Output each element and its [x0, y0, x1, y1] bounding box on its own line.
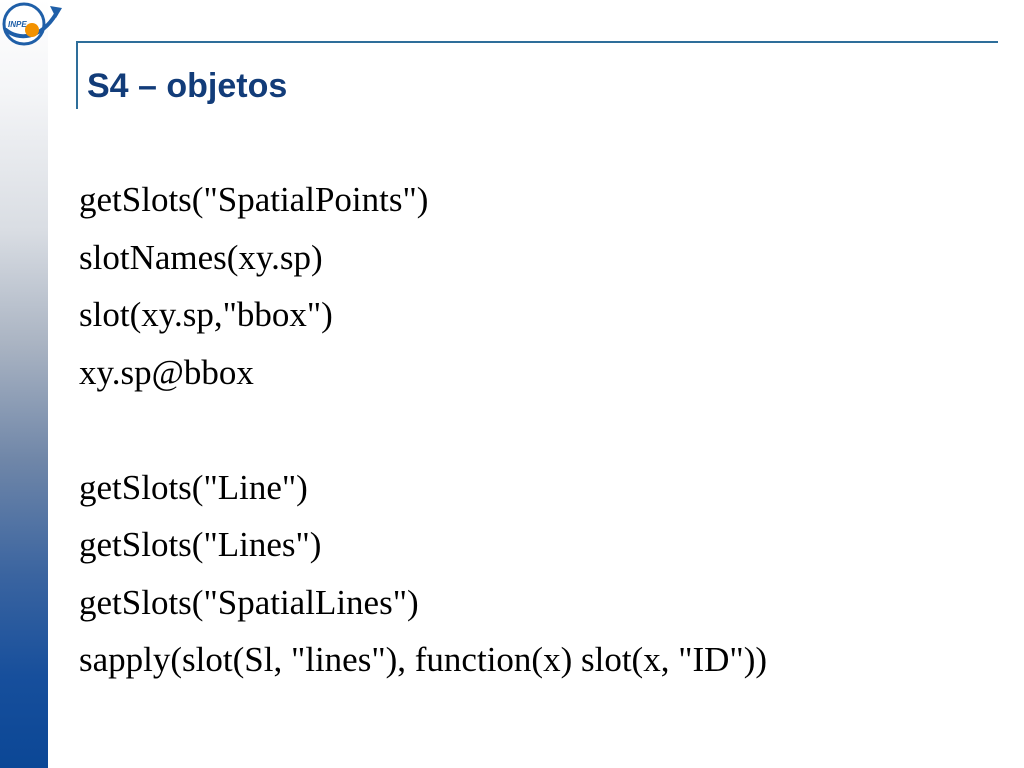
code-line: sapply(slot(Sl, "lines"), function(x) sl… [79, 640, 768, 679]
logo-text: INPE [8, 20, 27, 29]
code-line: getSlots("Line") [79, 467, 308, 507]
code-line: xy.sp@bbox [79, 352, 254, 392]
code-line: slotNames(xy.sp) [79, 237, 323, 277]
blank-line [79, 406, 1009, 464]
left-gradient-bar [0, 0, 48, 768]
code-line: getSlots("Lines") [79, 525, 322, 564]
title-rule-horizontal [77, 41, 998, 43]
code-line: slot(xy.sp,"bbox") [79, 295, 333, 334]
code-lines: getSlots("SpatialPoints") slotNames(xy.s… [79, 176, 1009, 694]
slide-title: S4 – objetos [87, 67, 288, 105]
title-rule-vertical [76, 41, 78, 109]
code-line: getSlots("SpatialPoints") [79, 180, 429, 219]
code-line: getSlots("SpatialLines") [79, 582, 419, 622]
inpe-logo: INPE [2, 2, 62, 46]
